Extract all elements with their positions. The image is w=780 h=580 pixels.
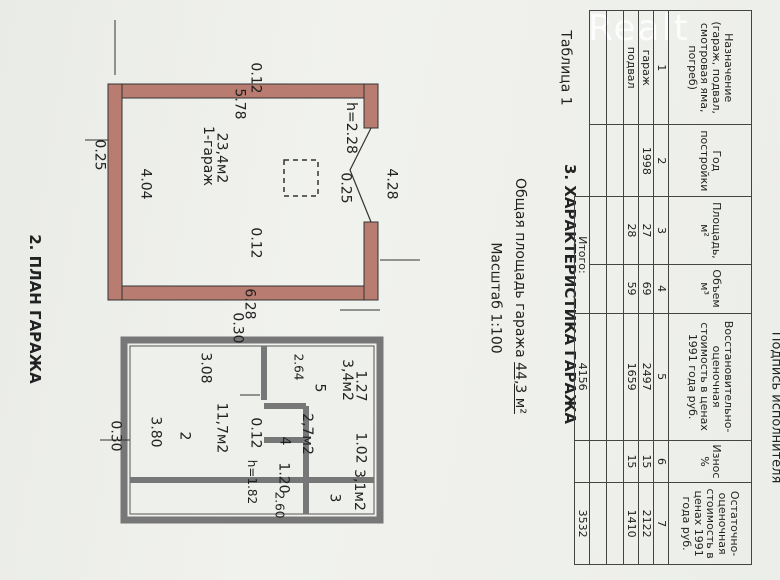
table-row: гараж 1998 27 69 2497 15 2122 [638, 10, 654, 565]
dim-label: 5.78 [231, 88, 248, 120]
table-header: Восстановительно-оценочная стоимость в ц… [668, 313, 752, 441]
table-row: подвал 28 59 1659 15 1410 [623, 10, 639, 565]
dim-label: 1.02 [352, 432, 369, 464]
room-area: 23,4м2 [213, 132, 230, 184]
table-label: Таблица 1 [557, 30, 574, 106]
dim-label: 0.25 [337, 172, 354, 204]
dim-label: 1.27 [352, 370, 369, 402]
table-header: Год постройки [668, 124, 752, 197]
scale-label: Масштаб 1:100 [487, 242, 504, 354]
dim-label: 0.12 [247, 227, 264, 259]
table-row [589, 10, 607, 565]
col-number: 1 [653, 10, 669, 125]
table-total-row: Итого: 4156 3532 [574, 11, 590, 565]
dim-label: 3.08 [197, 352, 214, 384]
dim-label: 2.64 [291, 353, 306, 381]
room-number: 3 [326, 493, 343, 503]
table-header: Назначение (гараж, подвал, смотровая яма… [668, 10, 752, 125]
dim-label: 6.28 [241, 288, 258, 320]
dim-label: 0.12 [247, 417, 264, 449]
total-cost: 4156 [574, 313, 590, 441]
table-row [606, 10, 624, 565]
dim-label: h=1.82 [245, 459, 260, 505]
room-number: 5 [311, 383, 328, 393]
col-number: 2 [653, 124, 669, 197]
dim-label: 4.28 [383, 168, 400, 200]
dim-label: 0.25 [91, 139, 108, 171]
col-number: 3 [653, 196, 669, 265]
col-number: 4 [653, 264, 669, 314]
total-residual: 3532 [574, 482, 590, 565]
col-number: 7 [653, 482, 669, 565]
total-label: Итого: [574, 196, 590, 314]
table-header: Объем м³ [668, 264, 752, 314]
room-number: 2 [176, 431, 193, 441]
dim-label: h=2.28 [342, 102, 359, 154]
dim-label: 4.04 [137, 168, 154, 200]
table-header: Остаточно-оценочная стоимость в ценах 19… [668, 482, 752, 565]
room-area: 3,1м2 [350, 469, 367, 511]
room-area: 2,7м2 [298, 413, 315, 455]
room-area: 3,4м2 [338, 359, 355, 401]
characteristics-table: Назначение (гараж, подвал, смотровая яма… [574, 10, 752, 565]
section2-title: 2. ПЛАН ГАРАЖА [25, 234, 44, 384]
room-area: 11,7м2 [213, 402, 230, 454]
table-header: Износ % [668, 440, 752, 483]
big-plan-wall-left [107, 83, 123, 301]
dim-label: 0.12 [247, 62, 264, 94]
small-plan-walls [120, 336, 384, 524]
signature-label: Подпись исполнителя [768, 331, 780, 484]
col-number: 6 [653, 440, 669, 483]
total-area: Общая площадь гаража 44,3 м² [512, 178, 528, 414]
col-number: 5 [653, 313, 669, 441]
room-number: 4 [276, 436, 293, 446]
dim-label: 1.20 [275, 462, 292, 494]
realt-watermark: Realt [588, 8, 690, 49]
table-header: Площадь, м² [668, 196, 752, 265]
dim-label: 3.80 [147, 416, 164, 448]
dim-label: 0.30 [107, 420, 124, 452]
dim-label: 2.60 [272, 491, 287, 519]
